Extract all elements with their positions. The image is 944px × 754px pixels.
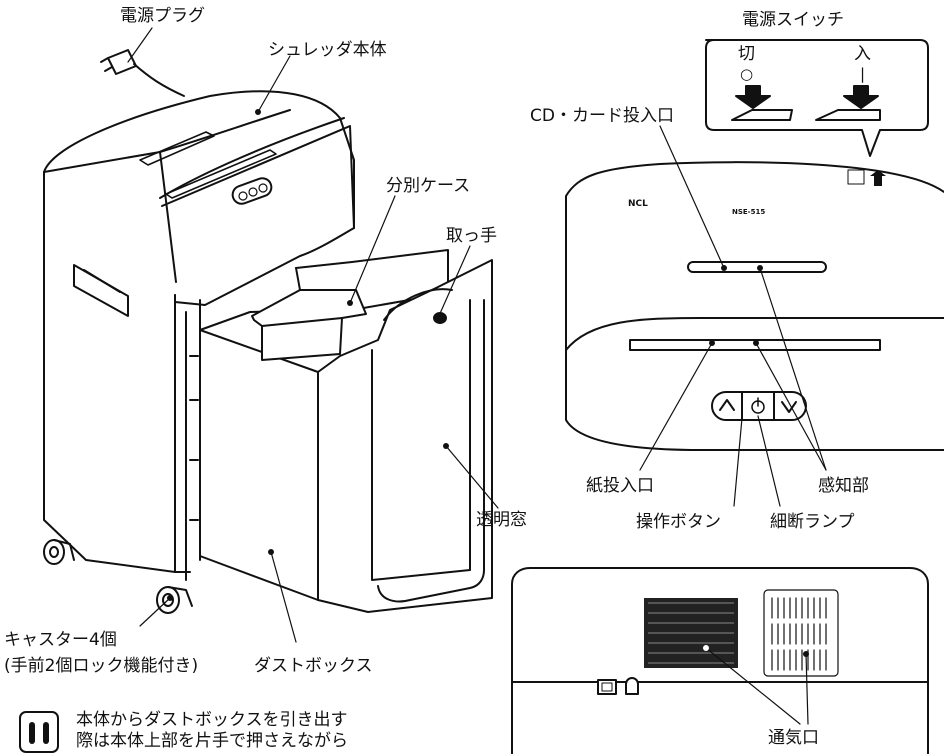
leader-lines-vent	[705, 647, 809, 725]
control-panel	[565, 161, 944, 451]
label-power-switch: 電源スイッチ	[742, 10, 844, 30]
label-switch-off-symbol: ○	[740, 65, 754, 83]
vent-grid-left	[644, 598, 738, 668]
panel-brand-logo: NCL	[628, 199, 648, 209]
note-line-2: 際は本体上部を片手で押さえながら	[76, 731, 348, 751]
leader-lines-right	[639, 125, 827, 507]
note-line-1: 本体からダストボックスを引き出す	[76, 710, 348, 730]
label-power-plug: 電源プラグ	[120, 6, 205, 26]
label-shred-lamp: 細断ランプ	[770, 512, 855, 532]
label-switch-off: 切	[738, 44, 755, 64]
label-shredder-body: シュレッダ本体	[268, 40, 387, 60]
label-paper-slot: 紙投入口	[586, 476, 654, 496]
label-clear-window: 透明窓	[476, 510, 527, 530]
label-caster-note: (手前2個ロック機能付き)	[4, 656, 199, 676]
label-caster: キャスター4個	[4, 630, 117, 650]
label-separation-case: 分別ケース	[386, 176, 471, 196]
label-switch-on-symbol: |	[860, 65, 866, 83]
label-operation-button: 操作ボタン	[636, 512, 721, 532]
label-handle: 取っ手	[446, 226, 497, 246]
power-plug-icon	[100, 49, 185, 97]
dust-box	[199, 249, 493, 613]
label-sensor: 感知部	[818, 476, 869, 496]
leader-lines-left	[127, 27, 499, 643]
back-panel	[511, 567, 929, 754]
label-switch-on: 入	[854, 44, 871, 64]
vent-grid-right	[763, 589, 839, 677]
label-dust-box: ダストボックス	[254, 656, 373, 676]
casters	[43, 539, 193, 614]
panel-model-label: NSE-515	[732, 208, 765, 216]
power-switch-callout	[705, 39, 929, 157]
label-vent: 通気口	[768, 728, 819, 748]
caution-pillars-icon	[19, 711, 59, 753]
label-cd-card-slot: CD・カード投入口	[530, 106, 674, 126]
